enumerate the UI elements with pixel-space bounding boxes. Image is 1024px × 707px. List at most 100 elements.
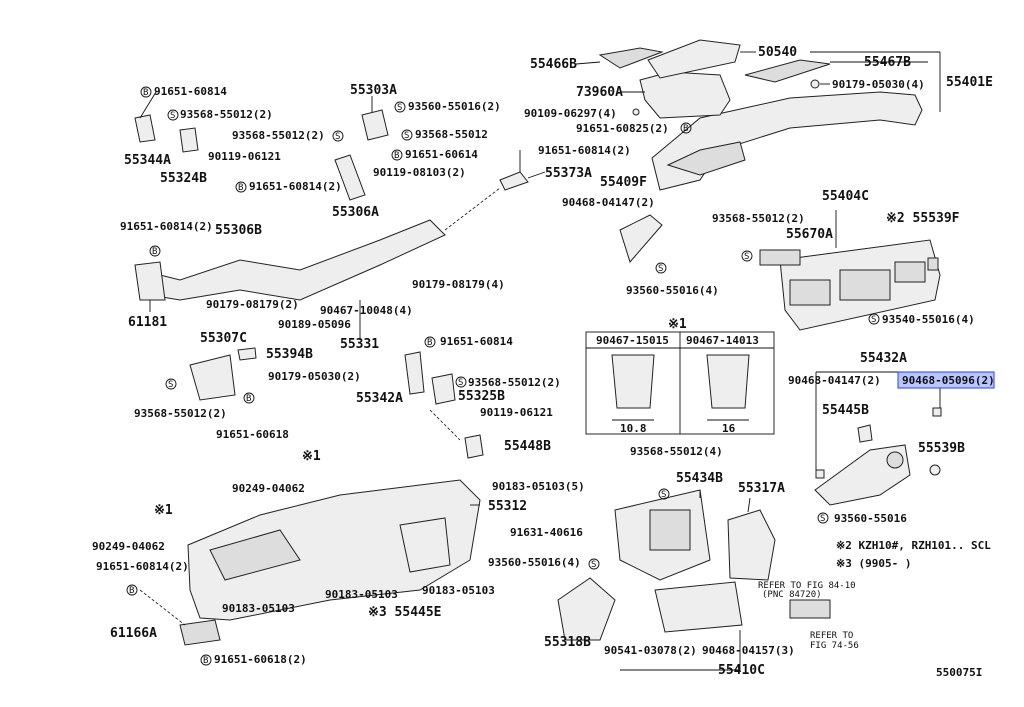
label-55324B: 55324B (160, 171, 207, 186)
bracket-55307C (189, 354, 236, 401)
door-50540 (647, 39, 741, 79)
note-3: ※3 (9905- ) (836, 557, 911, 570)
refer-fig-74b: FIG 74-56 (810, 641, 859, 651)
label-91651-60814: 91651-60814(2) (249, 180, 342, 193)
svg-text:S: S (658, 264, 663, 274)
switch-55539F (927, 257, 939, 271)
label-55467B: 55467B (864, 55, 911, 70)
label-91651-60618: 91651-60618(2) (214, 653, 307, 666)
svg-text:S: S (871, 315, 876, 325)
refer-fig-74a: REFER TO (810, 631, 853, 641)
b-mark-icon: B (235, 181, 247, 193)
label-90179-08179: 90179-08179(4) (412, 278, 505, 291)
cluster-opening (839, 269, 891, 301)
cover-55318B (557, 577, 616, 641)
label-93568-55012: 93568-55012(2) (468, 376, 561, 389)
label-55401E: 55401E (946, 75, 993, 90)
table-header-1: 90467-15015 (596, 334, 669, 347)
cluster-panel-group (619, 214, 941, 331)
label-55539B: 55539B (918, 441, 965, 456)
cover-55317A (727, 509, 776, 581)
panel-55410C (654, 581, 743, 633)
svg-text:S: S (458, 378, 463, 388)
s-mark-icon: S (817, 512, 829, 524)
label-90183-05103: 90183-05103 (422, 584, 495, 597)
bracket-55394B (237, 347, 257, 361)
clip-16-icon (706, 354, 750, 409)
diagram-code: 550075I (936, 666, 982, 679)
b-mark-icon: B (243, 392, 255, 404)
clip-reference-table (585, 331, 775, 435)
clip-icon (632, 108, 640, 116)
s-mark-icon: S (868, 313, 880, 325)
svg-text:B: B (143, 88, 148, 98)
label-90467-10048: 90467-10048(4) (320, 304, 413, 317)
label-93568-55012: 93568-55012(4) (630, 445, 723, 458)
label-93560-55016: 93560-55016 (834, 512, 907, 525)
table-dim-2: 16 (722, 422, 736, 435)
lower-panel-group (179, 479, 481, 646)
instrument-panel-55312 (187, 479, 481, 621)
vent-55409F (619, 214, 663, 264)
svg-text:B: B (683, 124, 688, 134)
s-mark-icon: S (332, 130, 344, 142)
label-55306B: 55306B (215, 223, 262, 238)
svg-text:S: S (397, 103, 402, 113)
label-55325B: 55325B (458, 389, 505, 404)
right-group (814, 407, 942, 506)
svg-text:B: B (203, 656, 208, 666)
label-55539F: ※2 55539F (886, 211, 960, 226)
bracket-55303A (361, 109, 389, 141)
leader-lines (139, 51, 941, 671)
svg-text:S: S (591, 560, 596, 570)
cluster-opening (789, 279, 831, 306)
knob-icon (886, 451, 904, 469)
panel-55467B (744, 59, 831, 83)
label-90249-04062: 90249-04062 (92, 540, 165, 553)
label-55317A: 55317A (738, 481, 785, 496)
ref-note-1: ※1 (302, 449, 321, 464)
b-mark-icon: B (680, 122, 692, 134)
label-91651-60814: 91651-60814 (154, 85, 227, 98)
s-mark-icon: S (165, 378, 177, 390)
label-90179-05030: 90179-05030(4) (832, 78, 925, 91)
bracket-55325B (431, 373, 456, 405)
label-55394B: 55394B (266, 347, 313, 362)
label-93568-55012: 93568-55012(2) (134, 407, 227, 420)
s-mark-icon: S (655, 262, 667, 274)
clip-icon (815, 469, 825, 479)
svg-text:B: B (427, 338, 432, 348)
label-91651-60614: 91651-60614 (405, 148, 478, 161)
airbag-73960A (639, 71, 731, 119)
b-mark-icon: B (391, 149, 403, 161)
label-90119-06121: 90119-06121 (480, 406, 553, 419)
refer-part (789, 599, 831, 619)
s-mark-icon: S (455, 376, 467, 388)
upper-panel-recess (666, 141, 746, 176)
label-90183-05103: 90183-05103 (325, 588, 398, 601)
label-90468-04147: 90468-04147(2) (788, 374, 881, 387)
label-90119-08103: 90119-08103(2) (373, 166, 466, 179)
svg-text:B: B (129, 586, 134, 596)
svg-text:B: B (152, 247, 157, 257)
label-55404C: 55404C (822, 189, 869, 204)
clip-10.8-icon (611, 354, 655, 409)
bracket-55342A (404, 351, 425, 395)
label-90189-05096: 90189-05096 (278, 318, 351, 331)
brace-55306A (334, 154, 366, 201)
bolt-marks: B S S S S B B B B S S S B S B S S S S B … (126, 86, 880, 666)
label-55306A: 55306A (332, 205, 379, 220)
label-91651-60618: 91651-60618 (216, 428, 289, 441)
label-93568-55012: 93568-55012 (415, 128, 488, 141)
label-61181: 61181 (128, 315, 167, 330)
center-bottom-group (557, 489, 831, 641)
reinforcement-group (134, 109, 529, 459)
label-55670A: 55670A (786, 227, 833, 242)
part-61166A (179, 619, 221, 646)
label-91651-60814: 91651-60814(2) (538, 144, 631, 157)
part-55445B (857, 424, 873, 443)
label-55445B: 55445B (822, 403, 869, 418)
label-93560-55016: 93560-55016(4) (626, 284, 719, 297)
